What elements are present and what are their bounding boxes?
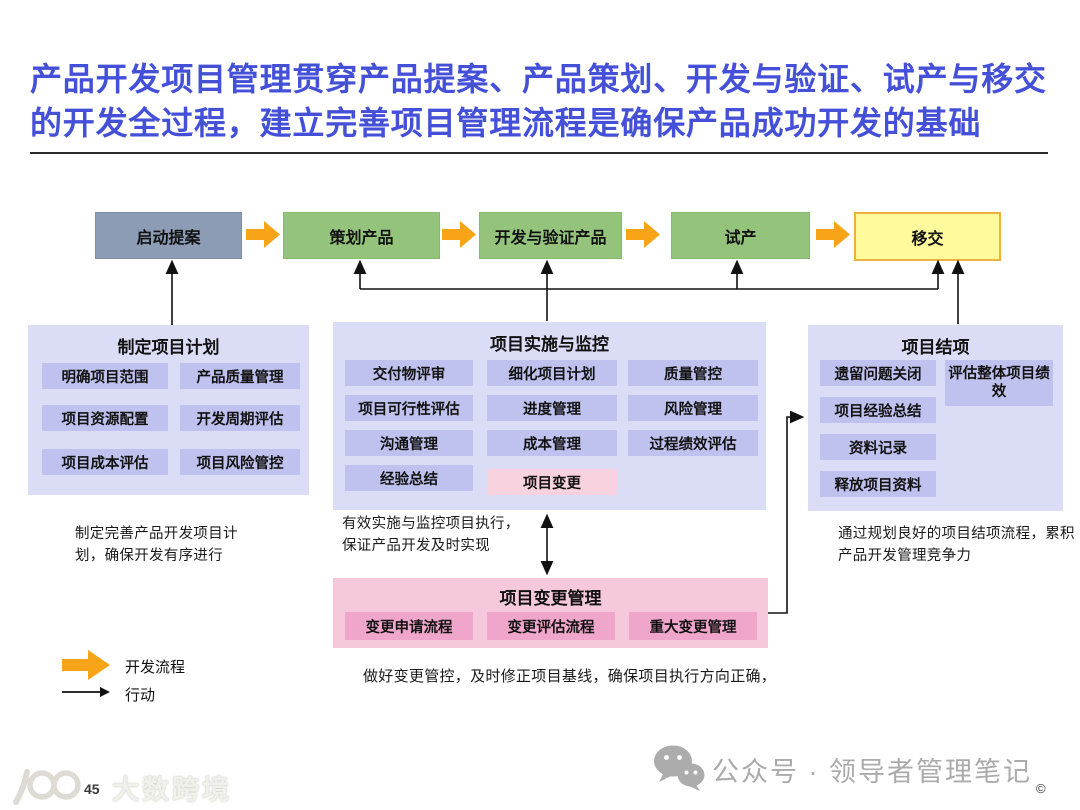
- monitor-item: 风险管理: [628, 395, 758, 421]
- monitor-item: 质量管控: [628, 360, 758, 386]
- flow-stage-label: 移交: [911, 230, 944, 248]
- connector-change-to-closing: [768, 410, 805, 614]
- monitor-item-change: 项目变更: [487, 469, 617, 495]
- wechat-icon: [654, 745, 705, 791]
- copyright-mark: ©: [1036, 781, 1046, 796]
- official-account-label: 公众号 · 领导者管理笔记: [712, 757, 1032, 787]
- watermark-logo-icon: [13, 769, 81, 805]
- change-item: 变更申请流程: [345, 612, 473, 640]
- plan-item: 产品质量管理: [180, 363, 300, 389]
- flow-stage-pilot: 试产: [671, 212, 810, 259]
- note-change: 做好变更管控，及时修正项目基线，确保项目执行方向正确，: [363, 668, 777, 685]
- monitor-item: 沟通管理: [345, 430, 473, 456]
- note-plan: 制定完善产品开发项目计划，确保开发有序进行: [75, 526, 238, 564]
- closing-item: 资料记录: [820, 434, 936, 460]
- flow-stage-label: 启动提案: [136, 229, 201, 247]
- monitor-item: 过程绩效评估: [628, 430, 758, 456]
- note-closing: 通过规划良好的项目结项流程，累积产品开发管理竞争力: [838, 526, 1075, 564]
- legend-action-arrow-icon: [62, 687, 110, 697]
- monitor-item: 进度管理: [487, 395, 617, 421]
- flow-arrow-icon: [816, 221, 850, 248]
- section-change-title: 项目变更管理: [499, 589, 602, 608]
- legend-flow-label: 开发流程: [125, 659, 186, 676]
- plan-item: 项目风险管控: [180, 449, 300, 475]
- monitor-item: 成本管理: [487, 430, 617, 456]
- plan-item: 项目成本评估: [42, 449, 168, 475]
- legend-action-label: 行动: [125, 687, 156, 704]
- closing-item: 评估整体项目绩效: [945, 360, 1053, 406]
- plan-item: 开发周期评估: [180, 405, 300, 431]
- legend-flow-arrow-icon: [62, 650, 110, 680]
- change-item: 变更评估流程: [487, 612, 615, 640]
- title-underline: [30, 152, 1048, 154]
- flow-stage-develop: 开发与验证产品: [479, 212, 622, 259]
- flow-arrow-icon: [442, 221, 476, 248]
- flow-arrow-icon: [626, 221, 660, 248]
- flow-stage-label: 试产: [724, 229, 757, 247]
- watermark-brand: 大数跨境: [112, 775, 232, 805]
- flow-stage-label: 开发与验证产品: [494, 229, 607, 247]
- flow-stage-initiate: 启动提案: [95, 212, 242, 259]
- section-plan-title: 制定项目计划: [117, 338, 220, 357]
- section-monitor-title: 项目实施与监控: [490, 335, 609, 354]
- monitor-item: 经验总结: [345, 465, 473, 491]
- section-change: 项目变更管理 变更申请流程 变更评估流程 重大变更管理: [333, 578, 768, 648]
- plan-item: 项目资源配置: [42, 405, 168, 431]
- flow-stage-plan: 策划产品: [283, 212, 440, 259]
- flow-arrow-icon: [246, 221, 280, 248]
- change-item: 重大变更管理: [629, 612, 757, 640]
- monitor-item: 项目可行性评估: [345, 395, 473, 421]
- monitor-item: 交付物评审: [345, 360, 473, 386]
- closing-item: 遗留问题关闭: [820, 360, 936, 386]
- monitor-item: 细化项目计划: [487, 360, 617, 386]
- section-closing-title: 项目结项: [901, 338, 970, 357]
- page-number: 45: [84, 781, 100, 797]
- closing-item: 项目经验总结: [820, 397, 936, 423]
- section-closing: 项目结项 遗留问题关闭 项目经验总结 资料记录 释放项目资料 评估整体项目绩效: [808, 325, 1063, 511]
- closing-item: 释放项目资料: [820, 471, 936, 497]
- plan-item: 明确项目范围: [42, 363, 168, 389]
- flow-stage-handover: 移交: [854, 212, 1001, 261]
- note-monitor: 有效实施与监控项目执行，保证产品开发及时实现: [342, 516, 520, 554]
- page-title: 产品开发项目管理贯穿产品提案、产品策划、开发与验证、试产与移交的开发全过程，建立…: [30, 61, 1047, 142]
- flow-stage-label: 策划产品: [329, 229, 394, 247]
- section-monitor: 项目实施与监控 交付物评审 项目可行性评估 沟通管理 经验总结 细化项目计划 进…: [333, 322, 766, 510]
- section-plan: 制定项目计划 明确项目范围 产品质量管理 项目资源配置 开发周期评估 项目成本评…: [28, 325, 309, 495]
